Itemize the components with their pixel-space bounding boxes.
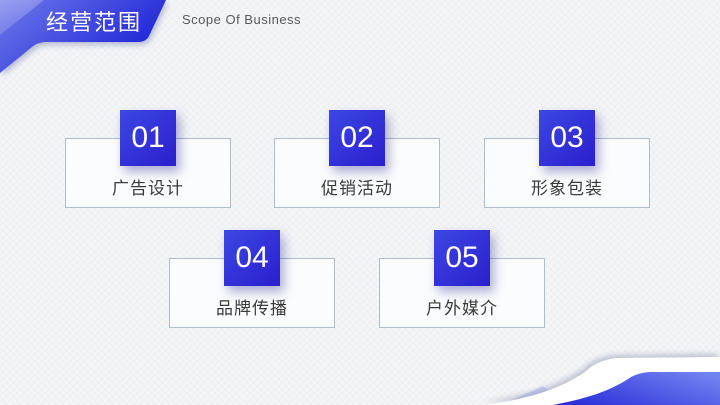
item-number-badge: 02: [329, 110, 385, 166]
banner-parallelogram: [0, 0, 166, 73]
item-label: 促销活动: [321, 178, 393, 198]
item-number-badge: 05: [434, 230, 490, 286]
corner-triangle: [0, 0, 44, 35]
item-label: 形象包装: [531, 178, 603, 198]
item-card: 促销活动: [274, 138, 440, 208]
item-number-badge: 04: [224, 230, 280, 286]
scope-item-1: 广告设计 01: [65, 110, 231, 208]
item-label: 品牌传播: [216, 298, 288, 318]
bottom-right-swoosh: [487, 357, 720, 405]
scope-item-2: 促销活动 02: [274, 110, 440, 208]
page-subtitle: Scope Of Business: [182, 12, 302, 27]
item-label: 户外媒介: [426, 298, 498, 318]
item-number-badge: 03: [539, 110, 595, 166]
scope-item-5: 户外媒介 05: [379, 230, 545, 328]
item-number-badge: 01: [120, 110, 176, 166]
scope-item-4: 品牌传播 04: [169, 230, 335, 328]
blue-swoosh-shape: [553, 372, 720, 405]
page-title: 经营范围: [45, 10, 142, 35]
scope-item-3: 形象包装 03: [484, 110, 650, 208]
item-label: 广告设计: [112, 178, 184, 198]
header-banner-shape: [0, 0, 166, 73]
